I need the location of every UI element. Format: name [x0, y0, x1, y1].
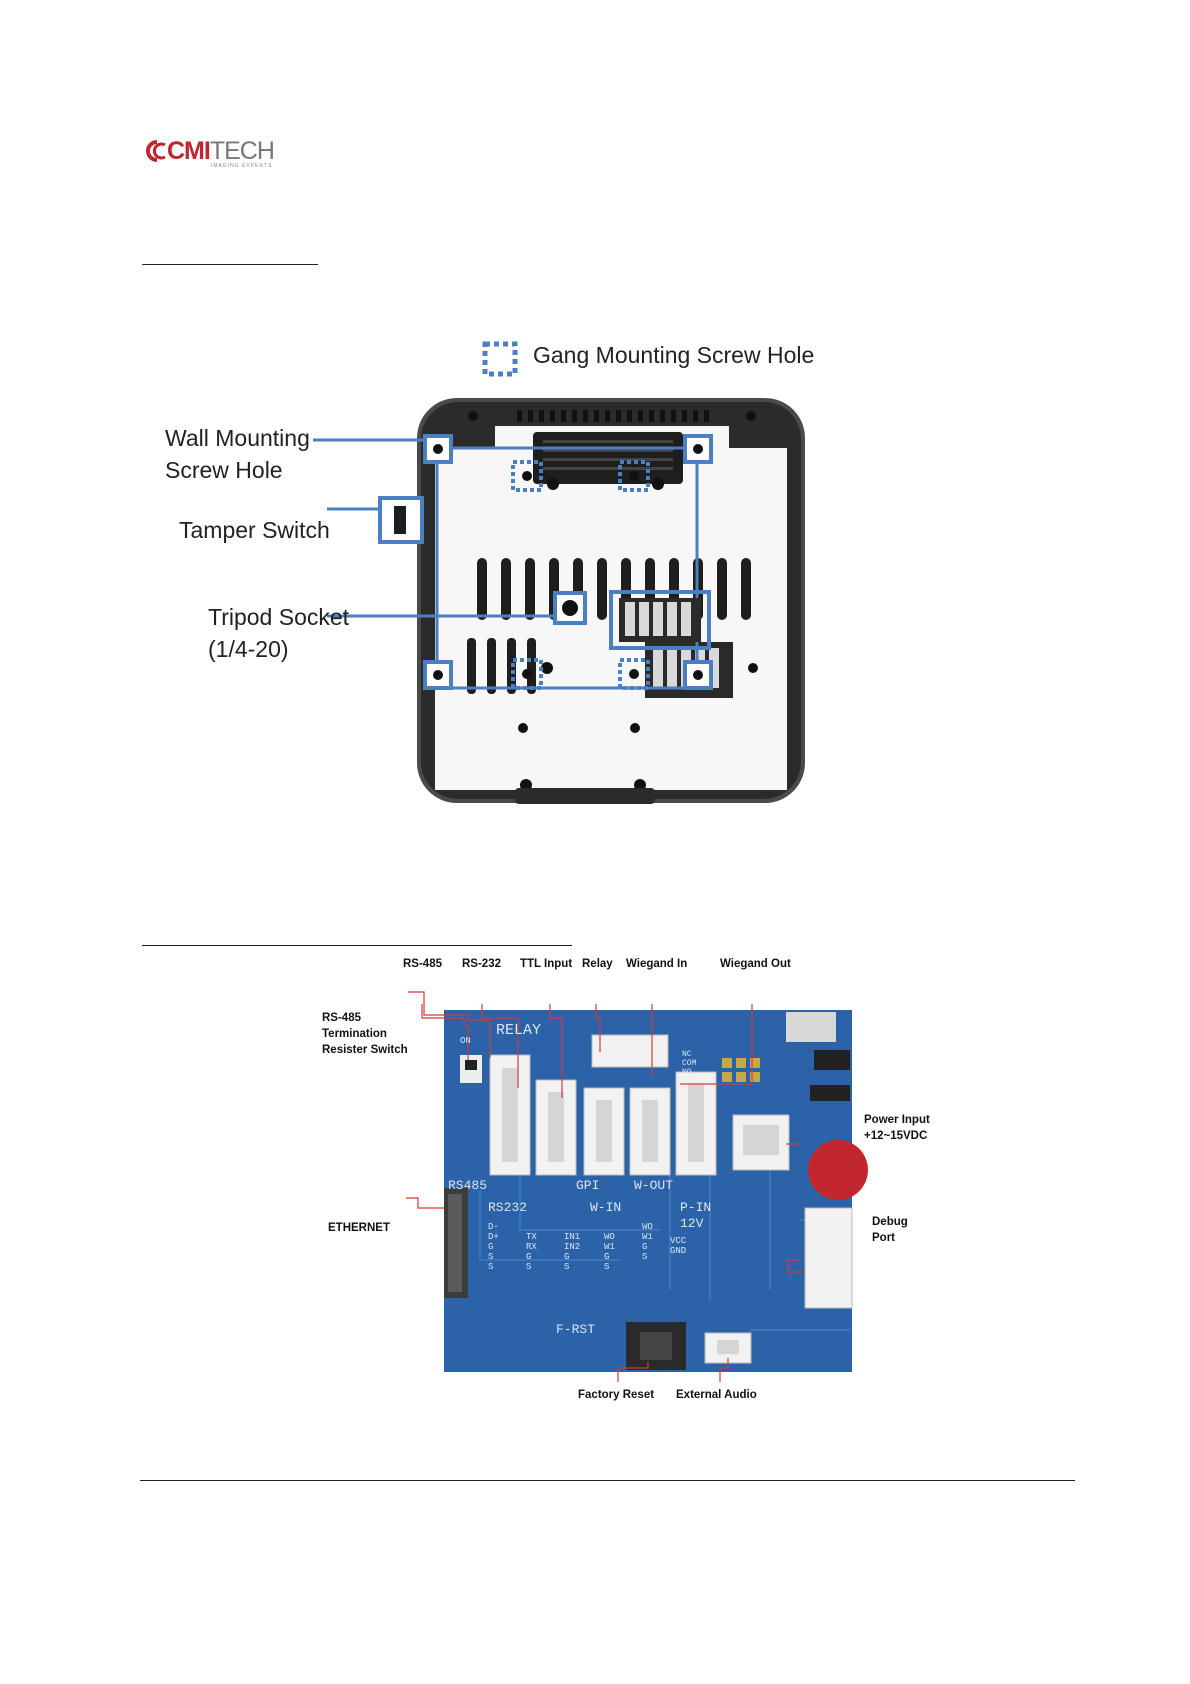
- section-rule-2: [142, 945, 572, 946]
- gang-legend-icon: [482, 341, 518, 377]
- silk-win: W-IN: [590, 1200, 622, 1215]
- silk-wout: W-OUT: [634, 1178, 674, 1193]
- silk-rs485: RS485: [448, 1178, 488, 1193]
- tripod-socket-label-line1: Tripod Socket: [208, 604, 350, 630]
- tamper-switch-label: Tamper Switch: [179, 517, 330, 543]
- tripod-socket-label-line2: (1/4-20): [208, 636, 289, 662]
- footer-rule: [140, 1480, 1075, 1481]
- silk-on: ON: [460, 1036, 471, 1046]
- label-relay: Relay: [582, 958, 613, 970]
- device-back-figure: Gang Mounting Screw Hole Wall Mounting S…: [155, 330, 855, 805]
- section-rule-1: [142, 264, 318, 265]
- label-ttl-input: TTL Input: [520, 958, 573, 970]
- label-power-input: Power Input+12~15VDC: [864, 1114, 930, 1142]
- label-rs485: RS-485: [403, 958, 442, 970]
- wall-mount-label-line2: Screw Hole: [165, 457, 283, 483]
- logo-mark-icon: [146, 140, 166, 162]
- silk-gpi: GPI: [576, 1178, 600, 1193]
- wall-mount-label-line1: Wall Mounting: [165, 425, 310, 451]
- silk-relay: RELAY: [496, 1022, 542, 1039]
- silk-12v: 12V: [680, 1216, 704, 1231]
- wall-mount-frame: [435, 446, 699, 690]
- logo-tagline: IMAGING EXPERTS: [211, 163, 273, 169]
- silk-frst: F-RST: [556, 1322, 596, 1337]
- label-ethernet: ETHERNET: [328, 1222, 390, 1234]
- logo-wordmark: CMITECH: [167, 137, 275, 165]
- label-rs232: RS-232: [462, 958, 501, 970]
- label-wiegand-out: Wiegand Out: [720, 958, 791, 970]
- label-wiegand-in: Wiegand In: [626, 958, 688, 970]
- label-external-audio: External Audio: [676, 1389, 757, 1401]
- circuit-board-photo: [406, 991, 868, 1382]
- label-factory-reset: Factory Reset: [578, 1389, 655, 1401]
- gang-mount-legend-label: Gang Mounting Screw Hole: [533, 342, 815, 368]
- silk-rs232: RS232: [488, 1200, 528, 1215]
- silk-pin: P-IN: [680, 1200, 712, 1215]
- company-logo: CMITECH IMAGING EXPERTS: [145, 137, 275, 171]
- device-back-illustration: [313, 341, 805, 804]
- board-connector-figure: RELAY ON RS485 RS232 GPI W-OUT W-IN P-IN…: [322, 958, 950, 1405]
